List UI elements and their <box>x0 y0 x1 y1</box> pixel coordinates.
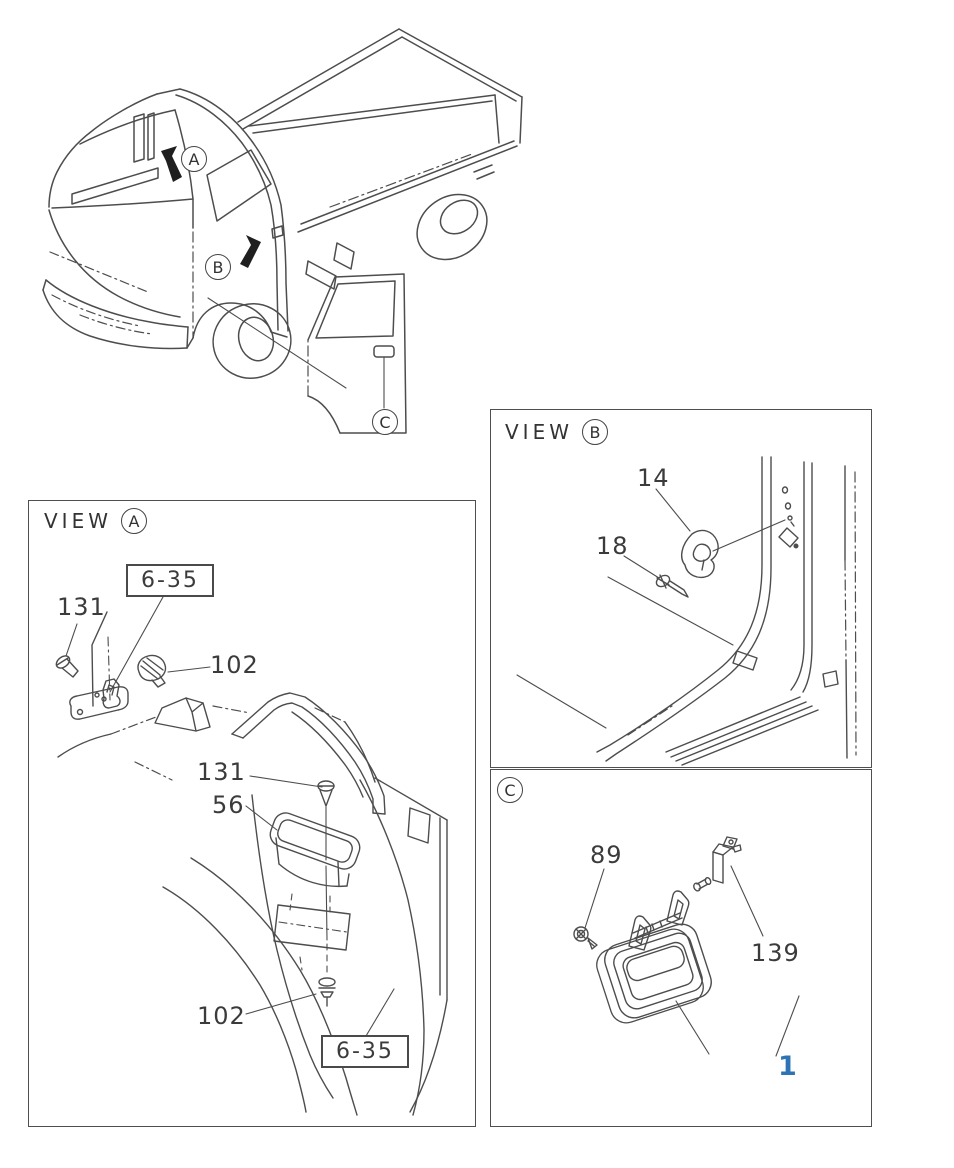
view-a-letter: A <box>121 508 147 534</box>
view-a-header: VIEW A <box>44 508 147 534</box>
view-a-panel <box>28 500 476 1127</box>
callout-c-letter: C <box>372 409 398 435</box>
view-b-drawing <box>516 456 857 766</box>
view-a-drawing <box>55 596 448 1116</box>
part-label-102-top: 102 <box>210 651 259 679</box>
part-label-131-top: 131 <box>57 593 106 621</box>
arrow-b-icon <box>240 235 261 268</box>
callout-c-door: C <box>372 409 398 435</box>
part-label-14: 14 <box>637 464 670 492</box>
view-b-panel <box>490 409 872 768</box>
part-link-1[interactable]: 1 <box>778 1051 797 1082</box>
section-ref-6-35-bottom: 6-35 <box>321 1035 409 1069</box>
truck-overview-drawing <box>42 28 523 389</box>
part-label-89: 89 <box>590 841 623 869</box>
panel-c-drawing <box>573 836 800 1057</box>
door-detail-drawing <box>307 273 407 434</box>
part-label-139: 139 <box>751 939 800 967</box>
view-b-header: VIEW B <box>505 419 608 445</box>
part-label-131-mid: 131 <box>197 758 246 786</box>
part-label-18: 18 <box>596 532 629 560</box>
section-ref-6-35-top: 6-35 <box>126 564 214 598</box>
callout-b-letter: B <box>205 254 231 280</box>
callout-a: A <box>181 146 207 172</box>
view-b-title: VIEW <box>505 420 573 444</box>
part-label-56: 56 <box>212 791 245 819</box>
view-b-letter: B <box>582 419 608 445</box>
view-c-letter: C <box>497 777 523 803</box>
view-c-panel <box>490 769 872 1127</box>
callout-b: B <box>205 254 231 280</box>
callout-a-letter: A <box>181 146 207 172</box>
direction-arrows <box>161 146 261 268</box>
arrow-a-icon <box>161 146 182 182</box>
part-label-102-bottom: 102 <box>197 1002 246 1030</box>
view-a-title: VIEW <box>44 509 112 533</box>
view-c-header: C <box>497 777 523 803</box>
